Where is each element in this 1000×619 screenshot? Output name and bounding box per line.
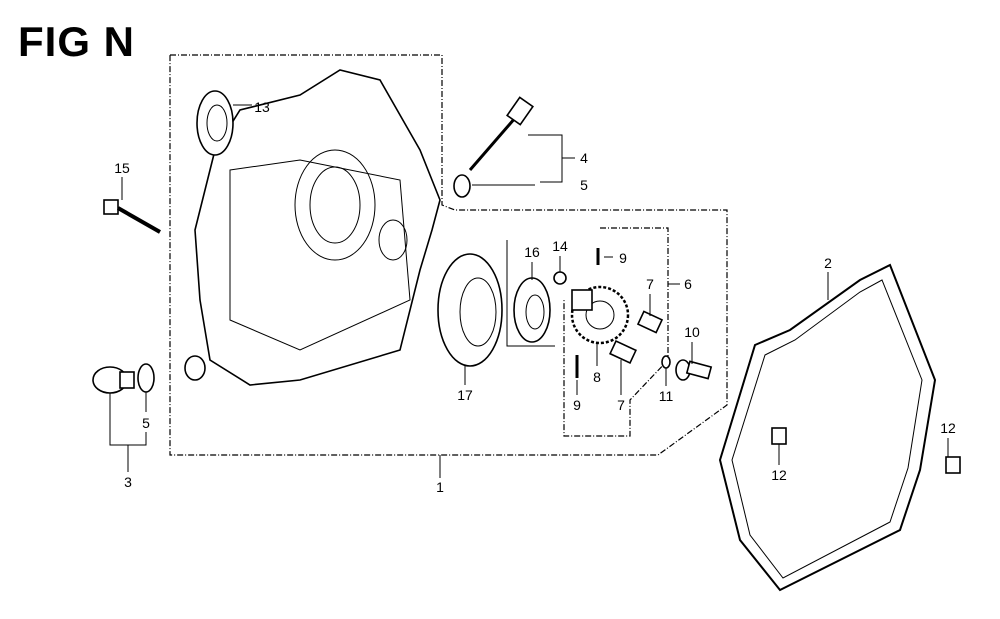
washer-14	[553, 271, 567, 285]
bearing-17	[437, 253, 503, 367]
callout-14: 14	[552, 238, 568, 254]
assembly-1-outline	[169, 54, 728, 456]
callout-9-bottom: 9	[573, 397, 581, 413]
callout-3: 3	[124, 474, 132, 490]
rotor-7-top	[636, 310, 664, 334]
callout-5-top: 5	[580, 177, 588, 193]
dowel-pin-12-center	[771, 427, 787, 445]
o-ring-5-left	[137, 363, 155, 393]
o-ring-11	[661, 355, 671, 369]
crankcase-cover	[194, 69, 441, 386]
callout-8: 8	[593, 369, 601, 385]
callout-7-top: 7	[646, 276, 654, 292]
oil-pump-outline	[563, 227, 669, 437]
callout-16: 16	[524, 244, 540, 260]
bolt-15	[103, 199, 161, 234]
callout-4: 4	[580, 150, 588, 166]
callout-2: 2	[824, 255, 832, 271]
figure-title: FIG N	[18, 18, 135, 65]
callout-10: 10	[684, 324, 700, 340]
seal-ring	[184, 355, 206, 381]
gasket-2	[718, 263, 937, 592]
callout-9-top: 9	[619, 250, 627, 266]
leader-lines	[109, 104, 949, 478]
oil-pump-gear-8	[570, 285, 630, 345]
dowel-pin-12-right	[945, 456, 961, 474]
drain-plug-3	[92, 366, 135, 394]
oil-level-gauge-4	[468, 96, 534, 171]
callout-12-right: 12	[940, 420, 956, 436]
callout-13: 13	[254, 99, 270, 115]
bolt-10	[675, 359, 713, 381]
bearing-16-bracket	[506, 240, 555, 347]
o-ring-5-top	[453, 174, 471, 198]
callout-6: 6	[684, 276, 692, 292]
callout-17: 17	[457, 387, 473, 403]
callout-11: 11	[659, 388, 674, 404]
oil-seal-13	[196, 90, 234, 156]
rotor-7-bottom	[609, 339, 637, 365]
bearing-16	[513, 277, 551, 343]
callout-7-bottom: 7	[617, 397, 625, 413]
callout-1: 1	[436, 479, 444, 495]
callout-15: 15	[114, 160, 130, 176]
callout-12-center: 12	[771, 467, 787, 483]
callout-5-left: 5	[142, 415, 150, 431]
